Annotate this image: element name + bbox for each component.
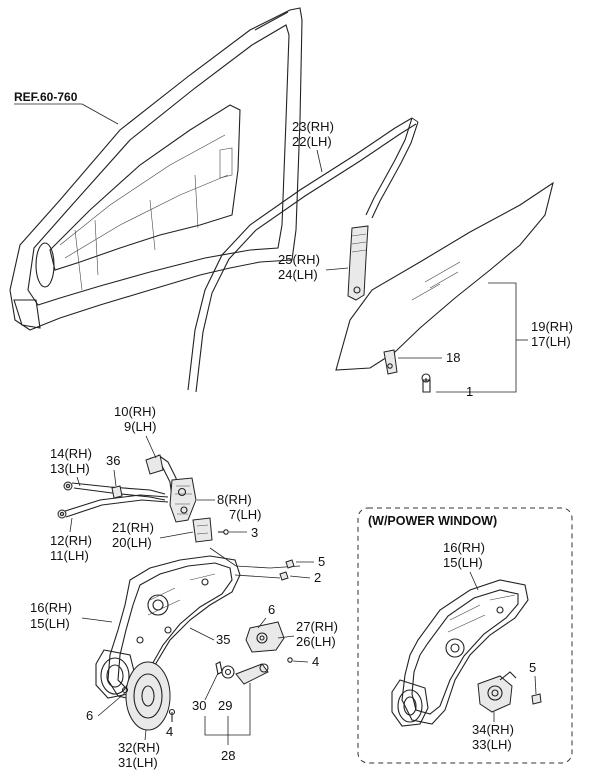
- callout-25: 25(RH): [278, 252, 320, 267]
- callout-9: 9(LH): [124, 419, 157, 434]
- callout-3: 3: [251, 525, 258, 540]
- callout-6-handle: 6: [268, 602, 275, 617]
- door-latch-drawing: [169, 477, 197, 523]
- bracket-17-19: [436, 282, 517, 393]
- leader-11: [69, 517, 73, 533]
- callout-28: 28: [221, 748, 235, 763]
- callout-8: 8(RH): [217, 492, 252, 507]
- power-window-box: [357, 507, 573, 764]
- leader-15-power: [469, 571, 479, 591]
- callout-10: 10(RH): [114, 404, 156, 419]
- leader-2: [289, 575, 311, 579]
- callout-22: 22(LH): [292, 134, 332, 149]
- glass-run-channel-drawing: [187, 117, 419, 393]
- regulator-links-drawing: [209, 547, 301, 581]
- callout-5-power: 5: [529, 660, 536, 675]
- window-handle-drawing: [215, 661, 269, 685]
- leader-9: [145, 435, 157, 459]
- callout-15-manual: 15(LH): [30, 616, 70, 631]
- callout-13: 13(LH): [50, 461, 90, 476]
- outside-handle-drawing: [245, 621, 293, 663]
- callout-17: 17(LH): [531, 334, 571, 349]
- callout-35: 35: [216, 632, 230, 647]
- manual-regulator-drawing: [95, 555, 241, 701]
- leader-13: [76, 476, 81, 487]
- callout-7: 7(LH): [229, 507, 262, 522]
- callout-26: 26(LH): [296, 634, 336, 649]
- callout-32: 32(RH): [118, 740, 160, 755]
- leader-4-handle: [292, 660, 309, 663]
- callout-15-power: 15(LH): [443, 555, 483, 570]
- leader-36: [113, 469, 117, 487]
- ref-label: REF.60-760: [14, 90, 78, 104]
- leader-30: [204, 672, 219, 701]
- callout-24: 24(LH): [278, 267, 318, 282]
- leader-15-manual: [81, 617, 113, 623]
- ref-leader: [81, 103, 119, 125]
- leader-31: [144, 729, 147, 741]
- callout-4-cover: 4: [166, 724, 173, 739]
- callout-31: 31(LH): [118, 755, 158, 770]
- callout-29: 29: [218, 698, 232, 713]
- callout-36: 36: [106, 453, 120, 468]
- leader-6-handle: [257, 617, 267, 629]
- callout-11: 11(LH): [50, 548, 89, 563]
- callout-34: 34(RH): [472, 722, 514, 737]
- rod-drawing: [57, 481, 169, 519]
- callout-5-manual: 5: [318, 554, 325, 569]
- callout-20: 20(LH): [112, 535, 152, 550]
- callout-16-power: 16(RH): [443, 540, 485, 555]
- cover-31-32-drawing: [121, 661, 176, 731]
- bracket-28: [204, 683, 251, 736]
- leader-35: [189, 627, 215, 641]
- callout-18: 18: [446, 350, 460, 365]
- leader-5-power: [534, 675, 537, 695]
- callout-33: 33(LH): [472, 737, 512, 752]
- leader-6-cover: [97, 691, 127, 717]
- callout-27: 27(RH): [296, 619, 338, 634]
- callout-30: 30: [192, 698, 206, 713]
- callout-23: 23(RH): [292, 119, 334, 134]
- callout-12: 12(RH): [50, 533, 92, 548]
- callout-1: 1: [466, 384, 473, 399]
- inside-handle-drawing: [192, 517, 229, 543]
- power-regulator-drawing: [391, 579, 529, 727]
- callout-14: 14(RH): [50, 446, 92, 461]
- callout-16-manual: 16(RH): [30, 600, 72, 615]
- callout-21: 21(RH): [112, 520, 154, 535]
- power-window-title: (W/POWER WINDOW): [368, 514, 497, 528]
- power-motor-drawing: [477, 671, 542, 713]
- leader-22: [316, 149, 323, 173]
- clip-36-drawing: [111, 485, 123, 499]
- leader-20: [159, 531, 194, 539]
- callout-2: 2: [314, 570, 321, 585]
- callout-6-cover: 6: [86, 708, 93, 723]
- leader-24: [325, 267, 349, 271]
- door-glass-drawing: [335, 181, 554, 393]
- channel-assy-drawing: [347, 225, 369, 301]
- door-frame-drawing: [9, 7, 303, 331]
- callout-4-handle: 4: [312, 654, 319, 669]
- leader-26: [277, 635, 295, 639]
- callout-19: 19(RH): [531, 319, 573, 334]
